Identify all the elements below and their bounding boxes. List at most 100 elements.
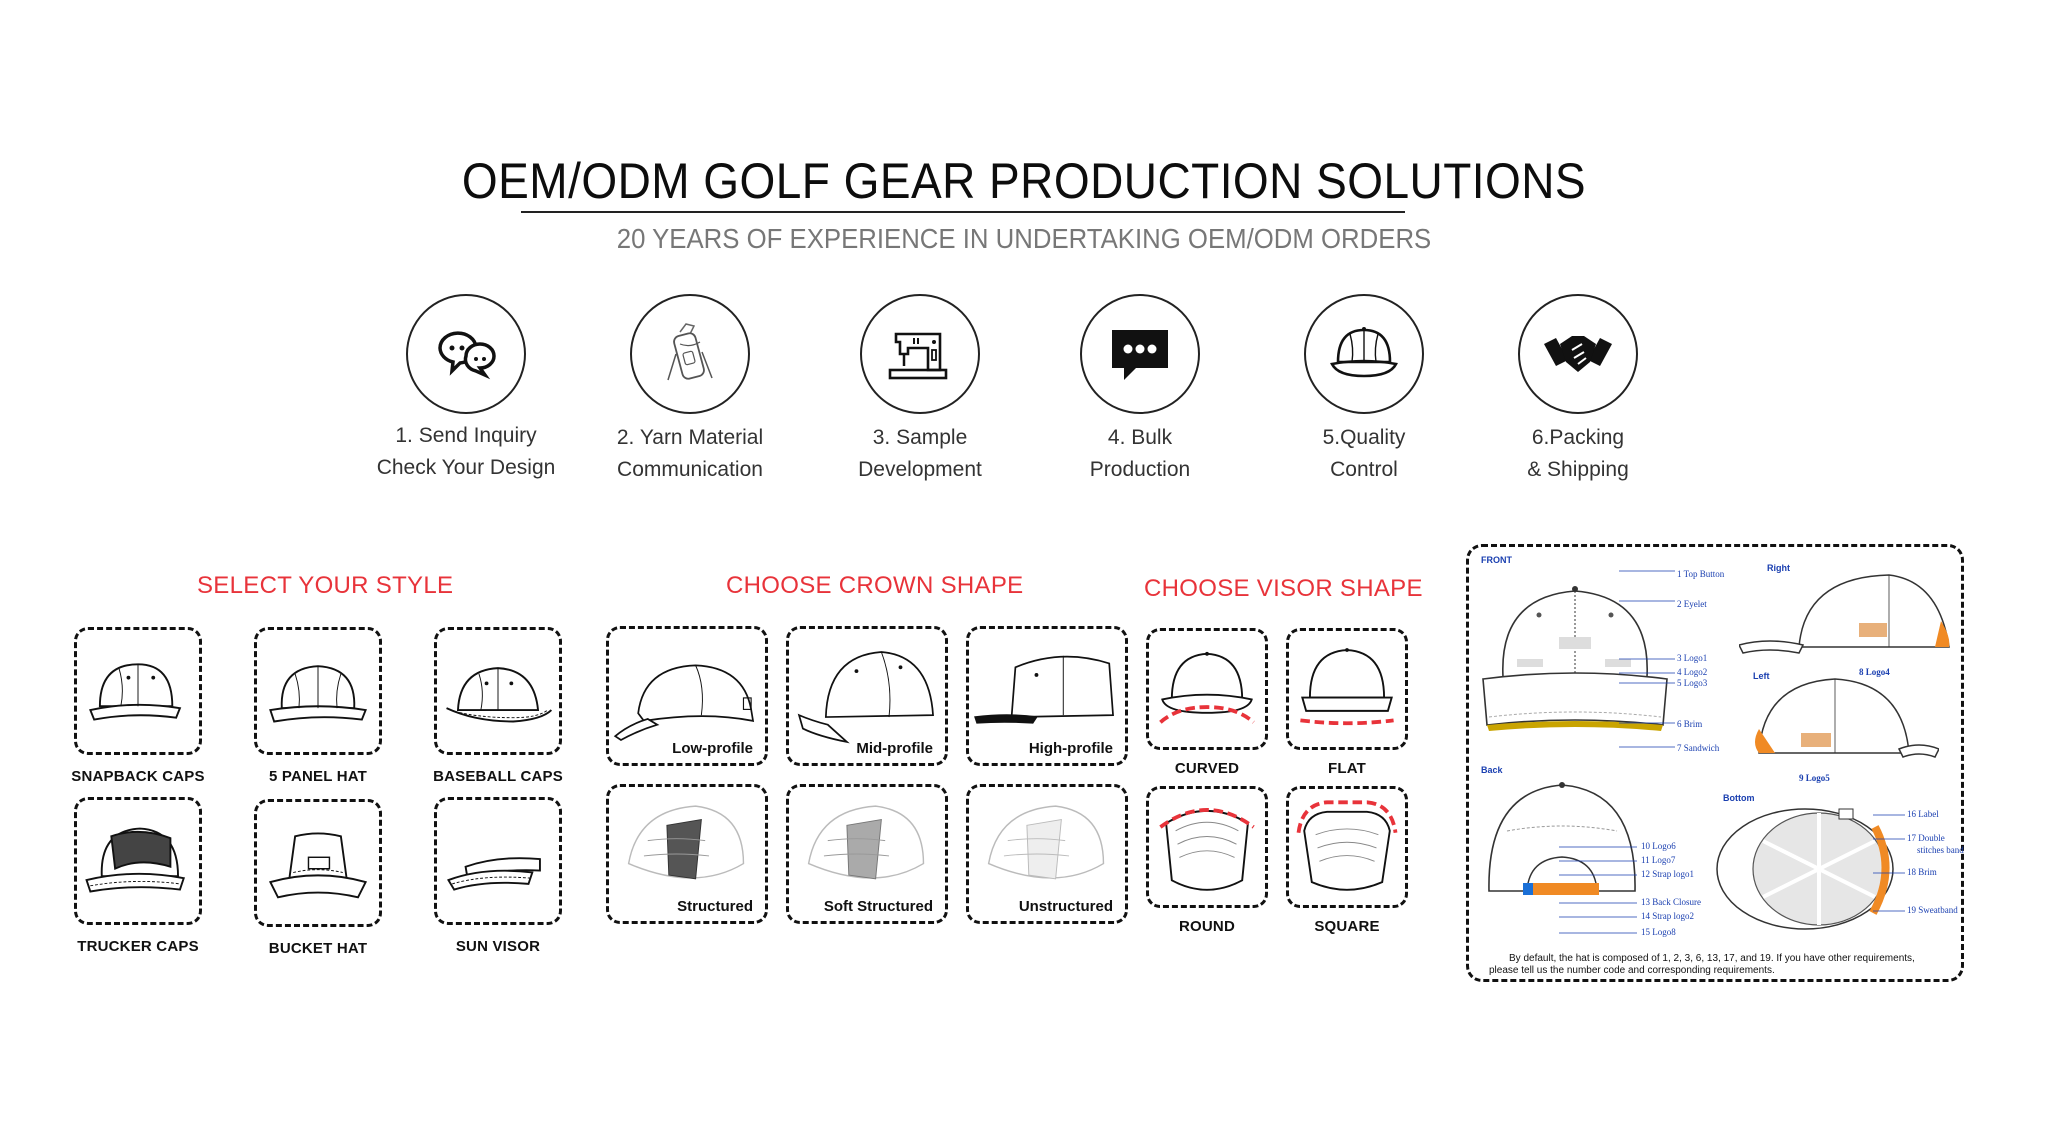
chat-bubbles-icon: [438, 331, 496, 380]
step-3-circle: [860, 294, 980, 414]
crown-structured-option[interactable]: Structured: [606, 784, 768, 924]
visor-curved-option[interactable]: [1146, 628, 1268, 750]
step-1-circle: [406, 294, 526, 414]
visor-flat-option[interactable]: [1286, 628, 1408, 750]
part-2-label: 2 Eyelet: [1677, 599, 1707, 609]
part-14-label: 14 Strap logo2: [1641, 911, 1694, 921]
step-3-title: 3. Sample: [872, 426, 968, 449]
style-snapback-option[interactable]: [74, 627, 202, 755]
step-4-label: 4. Bulk Production: [1020, 422, 1260, 486]
sewing-machine-icon: [888, 332, 948, 380]
front-leader-lines: [1619, 570, 1675, 748]
visor-curved-caption: CURVED: [1174, 760, 1240, 777]
low-profile-cap-icon: [613, 664, 755, 742]
diagram-left-heading: Left: [1753, 671, 1770, 681]
step-1-subtitle: Check Your Design: [376, 456, 556, 479]
bottom-leader-lines: [1873, 814, 1905, 912]
part-17-label: 17 Double: [1907, 833, 1945, 843]
visor-flat-caption: FLAT: [1327, 760, 1366, 777]
style-sunvisor-caption: SUN VISOR: [455, 938, 541, 955]
crown-structured-label: Structured: [677, 898, 753, 915]
five-panel-hat-icon: [269, 665, 367, 723]
visor-round-option[interactable]: [1146, 786, 1268, 908]
crown-low-profile-label: Low-profile: [672, 740, 753, 757]
visor-square-option[interactable]: [1286, 786, 1408, 908]
visor-round-caption: ROUND: [1179, 918, 1235, 935]
message-dots-icon: [1112, 330, 1168, 380]
style-baseball-caption: BASEBALL CAPS: [433, 768, 563, 785]
crown-mid-profile-option[interactable]: Mid-profile: [786, 626, 948, 766]
sun-visor-icon: [447, 857, 541, 891]
step-4-circle: [1080, 294, 1200, 414]
visor-square-caption: SQUARE: [1314, 918, 1380, 935]
style-bucket-caption: BUCKET HAT: [268, 940, 368, 957]
crown-mid-profile-label: Mid-profile: [856, 740, 933, 757]
style-5panel-option[interactable]: [254, 627, 382, 755]
step-6-title: 6.Packing: [1531, 426, 1625, 449]
step-2-label: 2. Yarn Material Communication: [570, 422, 810, 486]
high-profile-cap-icon: [974, 655, 1114, 724]
trucker-cap-icon: [85, 827, 185, 893]
baseball-cap-icon: [446, 667, 553, 723]
title-underline: [521, 211, 1405, 213]
part-18-label: 18 Brim: [1907, 867, 1937, 877]
step-6-label: 6.Packing & Shipping: [1458, 422, 1698, 486]
back-leader-lines: [1559, 846, 1637, 934]
crown-low-profile-option[interactable]: Low-profile: [606, 626, 768, 766]
left-side-cap-drawing: [1755, 678, 1939, 758]
unstructured-cap-interior-icon: [987, 805, 1105, 880]
part-17-label-line2: stitches band: [1917, 845, 1964, 855]
diagram-note-line2: please tell us the number code and corre…: [1489, 965, 1775, 976]
crown-soft-structured-label: Soft Structured: [823, 898, 933, 915]
cap-icon: [1330, 327, 1398, 378]
step-1-label: 1. Send Inquiry Check Your Design: [346, 420, 586, 484]
section-heading-visor: CHOOSE VISOR SHAPE: [1144, 575, 1423, 602]
part-3-label: 3 Logo1: [1677, 653, 1708, 663]
golf-bag-icon: [667, 323, 713, 381]
part-4-label: 4 Logo2: [1677, 667, 1708, 677]
mid-profile-cap-icon: [797, 651, 934, 744]
style-baseball-option[interactable]: [434, 627, 562, 755]
section-heading-style: SELECT YOUR STYLE: [197, 572, 454, 599]
style-trucker-caption: TRUCKER CAPS: [77, 938, 199, 955]
diagram-bottom-heading: Bottom: [1723, 793, 1755, 803]
step-6-subtitle: & Shipping: [1527, 458, 1629, 481]
square-visor-icon: [1296, 800, 1398, 891]
front-cap-drawing: [1482, 586, 1668, 731]
page-subtitle: 20 YEARS OF EXPERIENCE IN UNDERTAKING OE…: [616, 223, 1432, 254]
step-3-label: 3. Sample Development: [800, 422, 1040, 486]
crown-high-profile-label: High-profile: [1028, 740, 1113, 757]
part-1-label: 1 Top Button: [1677, 569, 1725, 579]
diagram-note-line1: By default, the hat is composed of 1, 2,…: [1509, 953, 1915, 964]
step-4-title: 4. Bulk: [1107, 426, 1173, 449]
style-bucket-option[interactable]: [254, 799, 382, 927]
logo4-label: 8 Logo4: [1859, 667, 1890, 677]
part-10-label: 10 Logo6: [1641, 841, 1676, 851]
flat-visor-cap-icon: [1300, 648, 1394, 726]
part-6-label: 6 Brim: [1677, 719, 1703, 729]
part-16-label: 16 Label: [1907, 809, 1939, 819]
bottom-cap-drawing: [1716, 808, 1894, 930]
crown-unstructured-label: Unstructured: [1018, 898, 1113, 915]
step-5-subtitle: Control: [1330, 458, 1398, 481]
bucket-hat-icon: [268, 832, 368, 899]
section-heading-crown: CHOOSE CROWN SHAPE: [726, 572, 1024, 599]
part-13-label: 13 Back Closure: [1641, 897, 1701, 907]
crown-soft-structured-option[interactable]: Soft Structured: [786, 784, 948, 924]
crown-high-profile-option[interactable]: High-profile: [966, 626, 1128, 766]
style-sunvisor-option[interactable]: [434, 797, 562, 925]
part-5-label: 5 Logo3: [1677, 678, 1708, 688]
style-trucker-option[interactable]: [74, 797, 202, 925]
curved-visor-cap-icon: [1159, 651, 1255, 724]
page-title: OEM/ODM GOLF GEAR PRODUCTION SOLUTIONS: [461, 153, 1587, 209]
step-5-label: 5.Quality Control: [1244, 422, 1484, 486]
snapback-cap-icon: [89, 663, 182, 721]
step-5-circle: [1304, 294, 1424, 414]
step-2-title: 2. Yarn Material: [616, 426, 764, 449]
step-1-title: 1. Send Inquiry: [395, 424, 537, 447]
step-5-title: 5.Quality: [1322, 426, 1406, 449]
part-11-label: 11 Logo7: [1641, 855, 1676, 865]
round-visor-icon: [1159, 808, 1255, 891]
soft-structured-cap-interior-icon: [807, 805, 925, 880]
crown-unstructured-option[interactable]: Unstructured: [966, 784, 1128, 924]
